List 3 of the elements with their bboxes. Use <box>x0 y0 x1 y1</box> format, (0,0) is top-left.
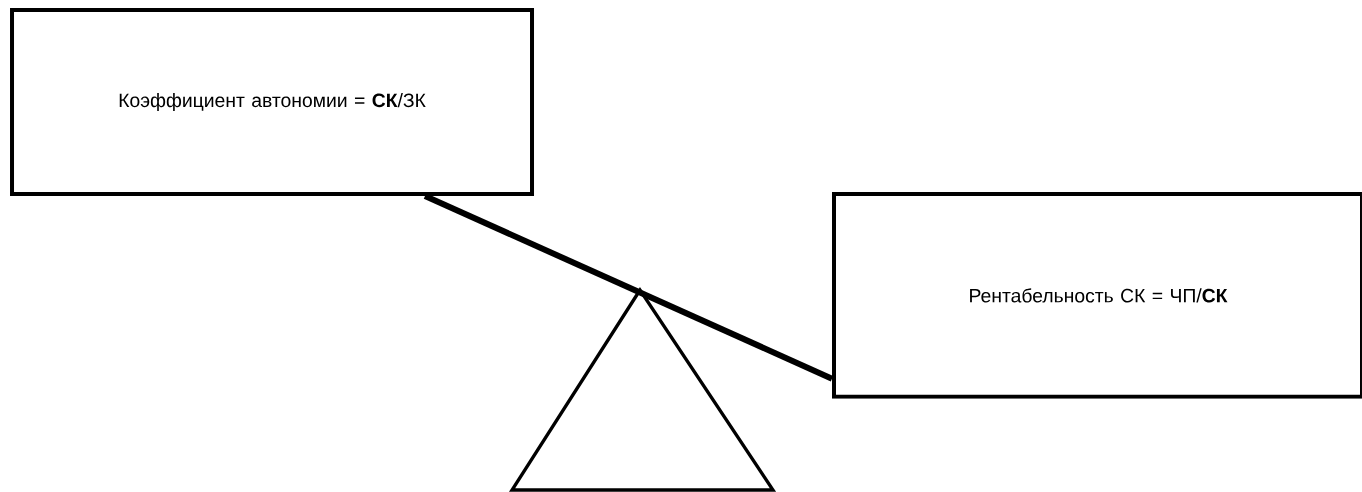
text-box: Коэффициент автономии = СК/ЗК <box>10 8 534 196</box>
text-box: Рентабельность СК = ЧП/СК <box>832 192 1362 399</box>
beam-line <box>423 193 834 382</box>
